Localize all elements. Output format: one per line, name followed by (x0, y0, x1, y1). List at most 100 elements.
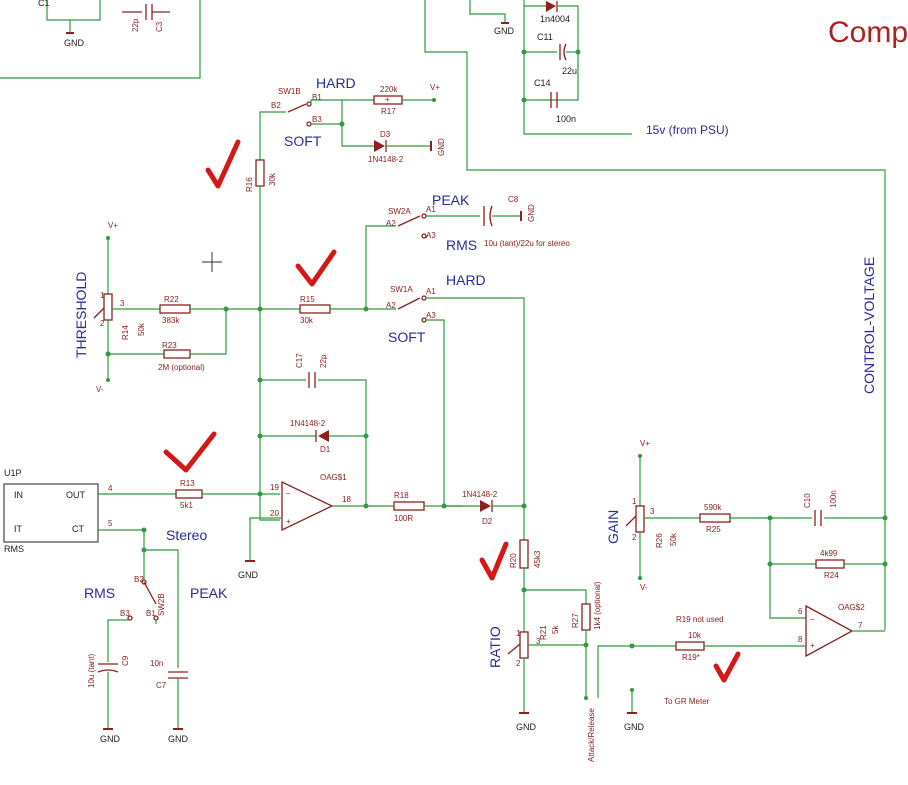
c17-label: C17 (295, 353, 304, 368)
gnd-psu-label: GND (494, 26, 515, 36)
power-supply-section: GND 1n4004 C11 22u C14 100n 15v (from PS… (424, 0, 886, 630)
control-voltage-label: CONTROL-VOLTAGE (861, 257, 877, 394)
check-mark-icon (479, 541, 509, 581)
oag1-plus: + (286, 517, 291, 526)
u1p-pin5: 5 (108, 519, 113, 528)
sw2a-a3: A3 (426, 231, 436, 240)
ratio-gnd: GND (516, 722, 537, 732)
r22-value: 383k (162, 316, 180, 325)
hard-top-label: HARD (316, 75, 356, 91)
ratio-label: RATIO (487, 626, 503, 668)
ratio-section: R20 45k3 1 2 3 R21 5k RATIO GND R27 1k4 … (487, 506, 602, 762)
u1p-pin4: 4 (108, 484, 113, 493)
r14-label: R14 (121, 325, 130, 340)
r19-gr-meter-section: 10k R19* R19 not used GND To GR Meter (597, 615, 806, 732)
oag1-pin20: 20 (270, 509, 279, 518)
oag1-label: OAG$1 (320, 473, 347, 482)
sw2b-b2: B2 (134, 575, 144, 584)
r15-label: R15 (300, 295, 315, 304)
oag2-pin6: 6 (798, 607, 803, 616)
d1-label: D1 (320, 445, 331, 454)
u1p-label: U1P (4, 468, 22, 478)
r18-d2-section: R18 100R 1N4148-2 D2 (393, 490, 527, 526)
d2-value: 1N4148-2 (462, 490, 498, 499)
gain-vminus: V- (640, 583, 648, 592)
oag1-gnd: GND (238, 570, 259, 580)
oag2-minus: − (810, 615, 815, 624)
r24-value: 4k99 (820, 549, 838, 558)
c3-value: 22p (131, 18, 140, 32)
r16-resistor: R16 30k (245, 159, 280, 521)
r26-value: 50k (669, 532, 678, 546)
sw1a-hard-soft-switch: SW1A A2 A1 A3 HARD SOFT (366, 272, 525, 507)
r17-plus: + (385, 95, 390, 104)
sw1b-b1: B1 (312, 93, 322, 102)
r26-pin2: 2 (632, 533, 637, 542)
check-mark-icon (163, 431, 217, 473)
r14-pin2: 2 (100, 319, 105, 328)
sw2a-a1: A1 (426, 205, 436, 214)
d3-value: 1N4148-2 (368, 155, 404, 164)
r13-label: R13 (180, 479, 195, 488)
sw2a-peak-rms-switch: GND C8 10u (tant)/22u for stereo SW2A A2… (365, 192, 570, 309)
c1-label: C1 (38, 0, 50, 8)
sw1a-a1: A1 (426, 287, 436, 296)
r19-note: R19 not used (676, 615, 724, 624)
soft-mid-label: SOFT (388, 329, 426, 345)
sw1b-b2: B2 (271, 101, 281, 110)
soft-top-label: SOFT (284, 133, 322, 149)
c7-gnd: GND (168, 734, 189, 744)
r14-value: 50k (137, 322, 146, 336)
r19-value: 10k (688, 631, 702, 640)
gr-gnd: GND (624, 722, 645, 732)
sw2a-a2: A2 (386, 219, 396, 228)
threshold-section: V+ V- 1 2 3 R14 50k THRESHOLD R22 383k R… (73, 221, 300, 394)
r21-value: 5k (551, 625, 560, 634)
u1p-rms-chip: U1P RMS IN IT OUT CT 4 5 (3, 468, 113, 554)
r16-value: 30k (268, 172, 277, 186)
r22-label: R22 (164, 295, 179, 304)
threshold-label: THRESHOLD (73, 272, 89, 358)
c10-value: 100n (829, 490, 838, 508)
d1-value: 1N4148-2 (290, 419, 326, 428)
hard-mid-label: HARD (446, 272, 486, 288)
gr-meter-label: To GR Meter (664, 697, 710, 706)
r13-resistor: R13 5k1 (98, 479, 280, 510)
oag2-label: OAG$2 (838, 603, 865, 612)
r15-resistor: R15 30k (299, 295, 369, 325)
c11-label: C11 (537, 32, 553, 42)
peak-mid-label: PEAK (432, 192, 470, 208)
r13-value: 5k1 (180, 501, 193, 510)
c9-label: C9 (121, 655, 130, 666)
gain-vplus: V+ (640, 439, 650, 448)
oag1-opamp: − + OAG$1 19 20 18 GND (238, 473, 394, 580)
r21-label: R21 (539, 625, 548, 640)
r17-label: R17 (381, 107, 396, 116)
u1p-it: IT (14, 524, 23, 534)
c14-label: C14 (534, 78, 551, 88)
r15-value: 30k (300, 316, 314, 325)
u1p-in: IN (14, 490, 23, 500)
check-mark-icon (295, 249, 337, 287)
c14-value: 100n (556, 114, 576, 124)
r20-value: 45k3 (533, 550, 542, 568)
sw1b-b3: B3 (312, 115, 322, 124)
c9-value: 10u (tant) (87, 653, 96, 688)
gain-label: GAIN (605, 510, 621, 544)
r18-label: R18 (394, 491, 409, 500)
c9-gnd: GND (100, 734, 121, 744)
r24-label: R24 (824, 571, 839, 580)
c3-label: C3 (155, 21, 164, 32)
psu-label: 15v (from PSU) (646, 123, 729, 137)
sw1b-hard-soft-switch: + V+ 220k R17 D3 1N4148-2 GND B2 B1 B3 S… (259, 75, 446, 164)
r21-pin2: 2 (516, 659, 521, 668)
thr-vplus: V+ (108, 221, 118, 230)
r25-value: 590k (704, 503, 722, 512)
gnd-label: GND (64, 38, 85, 48)
r26-pin1: 1 (632, 497, 637, 506)
r18-value: 100R (394, 514, 413, 523)
oag1-pin18: 18 (342, 495, 351, 504)
r14-pin3: 3 (120, 299, 125, 308)
oag1-pin19: 19 (270, 483, 279, 492)
